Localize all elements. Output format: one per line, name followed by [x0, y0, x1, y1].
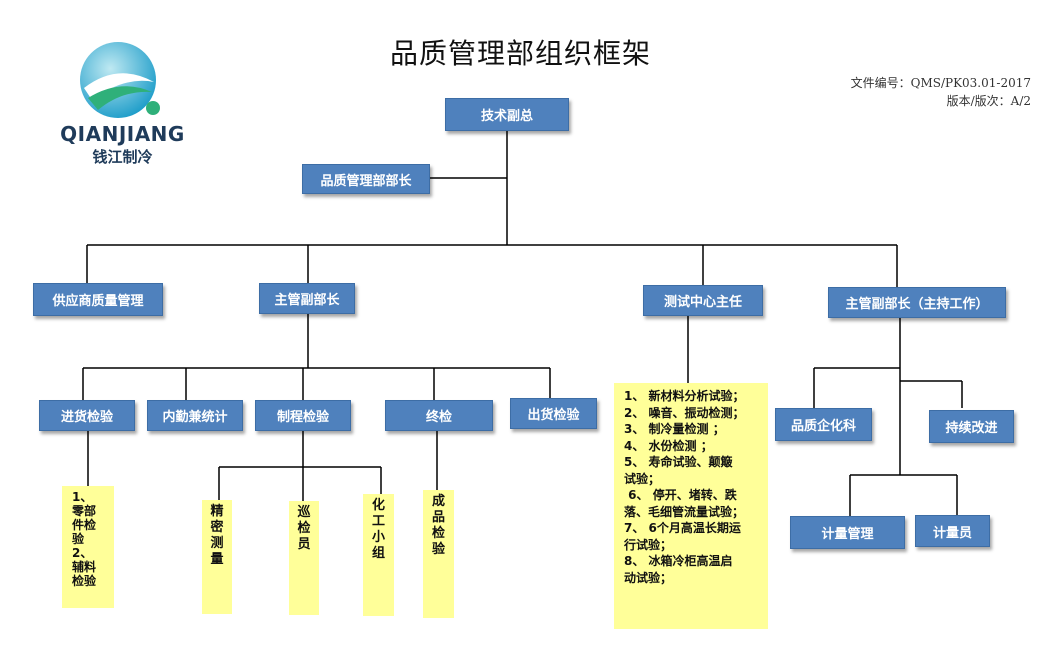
test-item-6b: 落、毛细管流量试验；	[624, 504, 745, 519]
note-precision-text: 精密测量	[210, 504, 224, 567]
doc-version: 版本/版次：A/2	[946, 94, 1031, 108]
node-outgoing-insp: 出货检验	[510, 398, 597, 429]
note-chem: 化工小组	[363, 494, 394, 616]
note-incoming-line-3: 2、	[72, 546, 93, 560]
node-vp-tech: 技术副总	[445, 98, 569, 131]
note-product-text: 成品检验	[431, 494, 445, 557]
test-item-4: 4、 水份检测 ；	[624, 438, 713, 453]
note-incoming-line-1: 1、	[72, 490, 93, 504]
node-incoming-insp: 进货检验	[39, 400, 135, 431]
qianjiang-logo: QIANJIANG 钱江制冷	[40, 40, 205, 166]
logo-brand-en: QIANJIANG	[60, 122, 185, 146]
note-incoming: 1、 零部件检验 2、 辅料检验	[62, 486, 114, 608]
note-test-items: 1、 新材料分析试验； 2、 噪音、振动检测； 3、 制冷量检测 ； 4、 水份…	[614, 383, 768, 629]
test-item-8: 8、 冰箱冷柜高温启	[624, 554, 733, 568]
note-incoming-line-2: 零部件检验	[72, 504, 97, 546]
node-internal-stats: 内勤兼统计	[147, 400, 243, 431]
node-process-insp: 制程检验	[255, 400, 351, 431]
note-chem-text: 化工小组	[371, 498, 385, 561]
doc-number: 文件编号：QMS/PK03.01-2017	[850, 76, 1031, 90]
node-final-insp: 终检	[385, 400, 493, 431]
test-item-2: 2、 噪音、振动检测；	[624, 405, 745, 420]
globe-logo-icon	[80, 42, 160, 118]
node-qm-head: 品质管理部部长	[302, 164, 430, 194]
node-continuous-improve: 持续改进	[929, 410, 1014, 443]
node-deputy-head-host: 主管副部长（主持工作）	[828, 287, 1006, 318]
test-item-7b: 行试验；	[624, 537, 673, 552]
node-metrology-staff: 计量员	[915, 515, 990, 547]
test-item-5b: 试验；	[624, 471, 661, 486]
node-supplier-qm: 供应商质量管理	[33, 283, 163, 316]
node-test-center: 测试中心主任	[643, 285, 763, 316]
note-precision: 精密测量	[202, 500, 232, 614]
test-item-3: 3、 制冷量检测 ；	[624, 422, 725, 436]
node-quality-section: 品质企化科	[775, 408, 872, 441]
note-patrol-text: 巡检员	[297, 505, 311, 552]
test-item-8b: 动试验；	[624, 570, 673, 585]
note-product: 成品检验	[423, 490, 454, 618]
node-metrology-mgmt: 计量管理	[790, 516, 905, 549]
test-item-1: 1、 新材料分析试验；	[624, 389, 745, 403]
test-item-6: 6、 停开、堵转、跌	[624, 488, 737, 502]
note-incoming-line-4: 辅料检验	[72, 560, 97, 588]
note-patrol: 巡检员	[289, 501, 319, 615]
test-item-5: 5、 寿命试验、颠簸	[624, 455, 733, 469]
node-deputy-head: 主管副部长	[259, 283, 355, 314]
test-item-7: 7、 6个月高温长期运	[624, 521, 741, 535]
page-title: 品质管理部组织框架	[389, 37, 651, 70]
logo-brand-cn: 钱江制冷	[92, 148, 153, 166]
